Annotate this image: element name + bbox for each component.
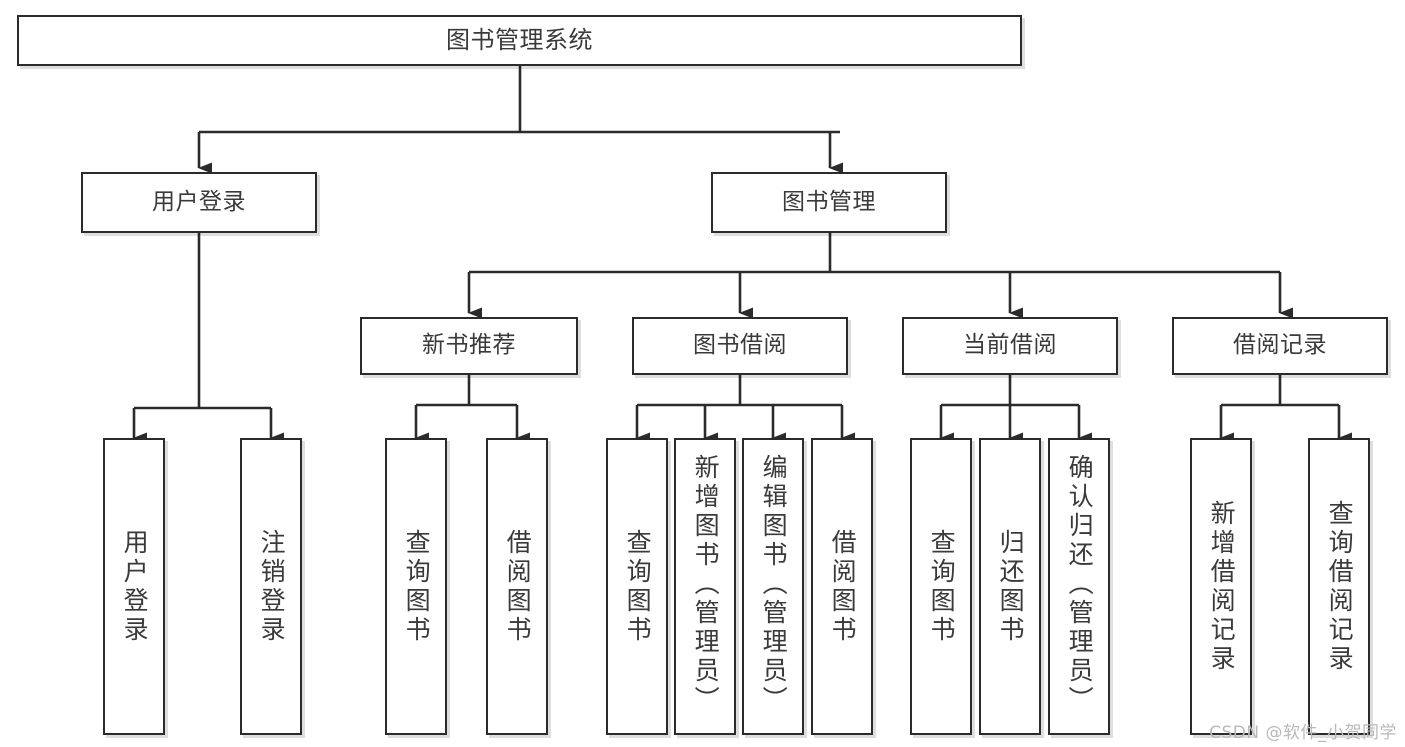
node-leaf-query-book-3-label: 查询图书 (927, 528, 957, 645)
node-leaf-query-record-label: 查询借阅记录 (1325, 499, 1355, 674)
node-leaf-query-book-3[interactable]: 查询图书 (910, 438, 972, 735)
node-leaf-confirm-return-label: 确认归还（管理员） (1065, 454, 1095, 715)
node-leaf-user-login-label: 用户登录 (120, 528, 150, 645)
node-user-login[interactable]: 用户登录 (81, 172, 317, 233)
node-book-borrow-label: 图书借阅 (693, 332, 787, 359)
node-leaf-borrow-book-1[interactable]: 借阅图书 (486, 438, 548, 735)
node-borrow-record-label: 借阅记录 (1233, 332, 1327, 359)
node-leaf-query-book-2-label: 查询图书 (623, 528, 653, 645)
node-new-book-recommend[interactable]: 新书推荐 (360, 317, 578, 375)
node-leaf-add-record-label: 新增借阅记录 (1207, 499, 1237, 674)
node-leaf-borrow-book-2-label: 借阅图书 (828, 528, 858, 645)
node-leaf-query-book-2[interactable]: 查询图书 (606, 438, 668, 735)
node-leaf-edit-book-label: 编辑图书（管理员） (759, 454, 789, 715)
node-leaf-edit-book[interactable]: 编辑图书（管理员） (742, 438, 804, 735)
node-leaf-query-book-1-label: 查询图书 (402, 528, 432, 645)
node-leaf-query-book-1[interactable]: 查询图书 (385, 438, 447, 735)
node-leaf-user-login[interactable]: 用户登录 (103, 438, 165, 735)
node-leaf-return-book[interactable]: 归还图书 (979, 438, 1041, 735)
node-leaf-borrow-book-1-label: 借阅图书 (503, 528, 533, 645)
node-leaf-return-book-label: 归还图书 (996, 528, 1026, 645)
node-borrow-record[interactable]: 借阅记录 (1172, 317, 1388, 375)
node-leaf-borrow-book-2[interactable]: 借阅图书 (811, 438, 873, 735)
node-book-manage-label: 图书管理 (782, 188, 876, 215)
node-leaf-logout-login-label: 注销登录 (257, 528, 287, 645)
node-book-manage[interactable]: 图书管理 (711, 172, 947, 233)
node-leaf-query-record[interactable]: 查询借阅记录 (1308, 438, 1370, 735)
node-root-label: 图书管理系统 (446, 26, 593, 55)
node-leaf-add-book[interactable]: 新增图书（管理员） (674, 438, 736, 735)
node-book-borrow[interactable]: 图书借阅 (632, 317, 848, 375)
node-leaf-logout-login[interactable]: 注销登录 (240, 438, 302, 735)
node-current-borrow-label: 当前借阅 (963, 332, 1057, 359)
node-leaf-add-book-label: 新增图书（管理员） (691, 454, 721, 715)
node-user-login-label: 用户登录 (152, 188, 246, 215)
node-current-borrow[interactable]: 当前借阅 (902, 317, 1118, 375)
node-new-book-recommend-label: 新书推荐 (422, 332, 516, 359)
watermark: CSDN @软件_小贺同学 (1209, 723, 1397, 743)
node-leaf-add-record[interactable]: 新增借阅记录 (1190, 438, 1252, 735)
node-root[interactable]: 图书管理系统 (17, 15, 1022, 66)
node-leaf-confirm-return[interactable]: 确认归还（管理员） (1048, 438, 1110, 735)
